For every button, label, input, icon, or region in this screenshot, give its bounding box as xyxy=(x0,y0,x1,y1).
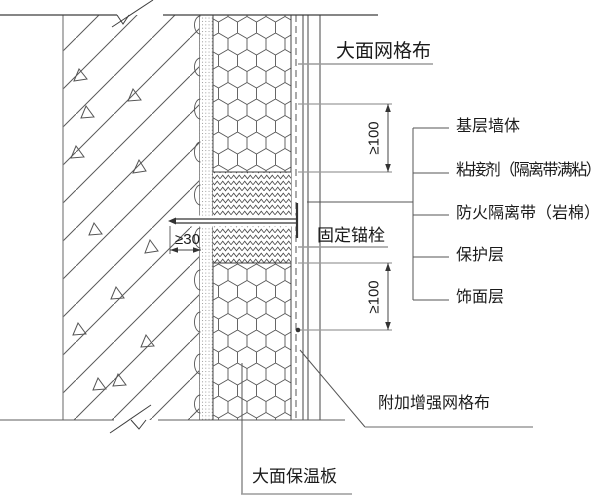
dimension-arrow xyxy=(170,247,178,253)
label-adhesive: 粘接剂（隔离带满粘） xyxy=(456,162,601,179)
dimension-arrow xyxy=(385,263,391,271)
break-symbol-top xyxy=(111,0,154,28)
anchor-tip xyxy=(168,217,176,225)
anchor-bolt xyxy=(168,203,299,238)
dimension-text-anchor: ≥30 xyxy=(175,231,200,248)
concrete-triangle-marks xyxy=(70,68,159,391)
leader-lines xyxy=(241,63,533,495)
right-label-bracket xyxy=(307,127,449,301)
reference-dot xyxy=(295,327,301,333)
label-base-wall: 基层墙体 xyxy=(456,118,521,135)
dimension-text-bottom: ≥100 xyxy=(365,280,383,314)
label-finish-layer: 饰面层 xyxy=(456,289,505,306)
dimension-arrow xyxy=(193,247,201,253)
dimension-text-top: ≥100 xyxy=(365,121,383,155)
dimension-anchor-depth xyxy=(169,226,201,254)
dimension-arrow xyxy=(385,164,391,172)
adhesive-dab-arcs xyxy=(194,15,201,414)
label-protect-layer: 保护层 xyxy=(456,247,505,264)
label-top-mesh: 大面网格布 xyxy=(336,41,432,62)
break-symbol-bottom xyxy=(109,404,152,434)
dimension-arrow xyxy=(385,322,391,330)
dimension-band-top xyxy=(298,103,392,173)
label-insulation-board: 大面保温板 xyxy=(252,467,337,486)
leader-bottom-board xyxy=(241,363,352,495)
label-extra-mesh: 附加增强网格布 xyxy=(378,395,491,412)
dimension-arrow xyxy=(385,104,391,112)
drawing-borders xyxy=(0,0,378,434)
dimension-band-bottom xyxy=(295,262,392,333)
label-anchor-bolt: 固定锚栓 xyxy=(317,226,385,245)
leader-bottom-mesh xyxy=(299,349,533,428)
label-fire-barrier: 防火隔离带（岩棉） xyxy=(456,205,601,222)
